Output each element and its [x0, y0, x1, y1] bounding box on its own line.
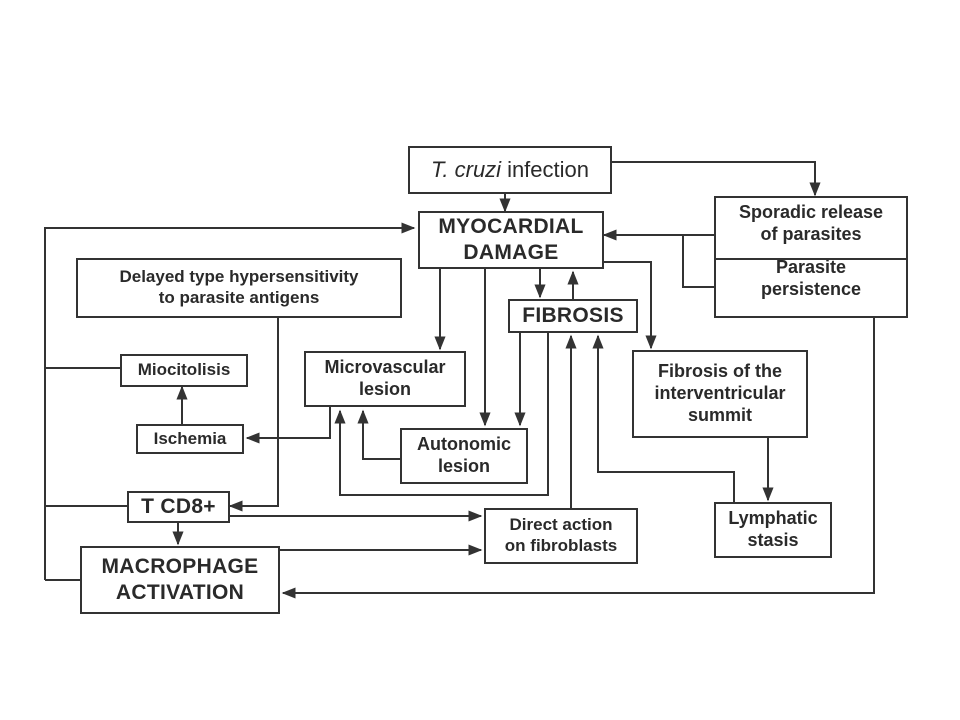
arrow-infection-to-release: [612, 161, 821, 197]
node-parasite-group: Sporadic release of parasites Parasite p…: [714, 196, 908, 318]
node-label-line: lesion: [358, 379, 411, 399]
arrow-microvascular-to-ischemia: [245, 407, 331, 444]
node-label-line: Miocitolisis: [137, 360, 231, 380]
node-label-line: Sporadic release: [738, 202, 884, 222]
node-label-line: FIBROSIS: [522, 304, 624, 328]
node-myocardial-damage: MYOCARDIAL DAMAGE: [418, 211, 604, 269]
node-label-line: DAMAGE: [463, 241, 559, 264]
node-label-line: MYOCARDIAL: [438, 215, 584, 239]
arrow-damage-to-summit: [603, 261, 657, 350]
arrow-autonomic-to-microvascular: [357, 409, 400, 460]
node-label-line: of parasites: [760, 223, 862, 244]
node-delayed-hypersensitivity: Delayed type hypersensitivity to parasit…: [76, 258, 402, 318]
node-label-line: ACTIVATION: [115, 581, 245, 604]
node-fibrosis-summit: Fibrosis of the interventricular summit: [632, 350, 808, 438]
node-label-line: Direct action: [509, 515, 613, 535]
node-infection-organism: T. cruzi: [430, 156, 502, 182]
node-label-line: Parasite: [775, 256, 847, 277]
node-label-line: Microvascular: [324, 357, 446, 378]
arrow-lymphatic-to-fibrosis: [592, 334, 735, 502]
node-label-line: summit: [687, 404, 752, 425]
node-miocitolisis: Miocitolisis: [120, 354, 248, 387]
node-fibrosis: FIBROSIS: [508, 299, 638, 333]
node-microvascular-lesion: Microvascular lesion: [304, 351, 466, 407]
node-lymphatic-stasis: Lymphatic stasis: [714, 502, 832, 558]
arrow-left-loop-to-damage: [44, 222, 416, 580]
arrow-fibrosis-to-microvascular: [334, 333, 549, 496]
node-label-line: Ischemia: [153, 428, 227, 448]
node-direct-action: Direct action on fibroblasts: [484, 508, 638, 564]
node-macrophage-activation: MACROPHAGE ACTIVATION: [80, 546, 280, 614]
node-label-line: stasis: [747, 530, 799, 550]
node-label-line: Delayed type hypersensitivity: [119, 267, 359, 287]
node-label-line: Autonomic: [417, 434, 511, 455]
node-infection: T. cruzi infection: [408, 146, 612, 194]
line-persistence-join: [682, 235, 714, 288]
node-label-line: T CD8+: [141, 495, 216, 519]
node-ischemia: Ischemia: [136, 424, 244, 454]
node-label-line: Lymphatic: [728, 508, 818, 529]
node-autonomic-lesion: Autonomic lesion: [400, 428, 528, 484]
node-label-line: persistence: [760, 278, 862, 299]
node-label-line: Fibrosis of the: [657, 361, 782, 382]
arrow-persistence-to-macrophage: [281, 318, 875, 599]
node-infection-label: infection: [507, 156, 590, 182]
node-label-line: lesion: [437, 456, 490, 476]
node-label-line: on fibroblasts: [504, 536, 618, 555]
parasite-group-divider: [714, 258, 908, 260]
node-label-line: MACROPHAGE: [101, 555, 259, 579]
node-label-line: interventricular: [654, 383, 786, 404]
arrow-dth-to-tcd8: [228, 318, 279, 512]
node-tcd8: T CD8+: [127, 491, 230, 523]
node-label-line: to parasite antigens: [158, 288, 320, 307]
